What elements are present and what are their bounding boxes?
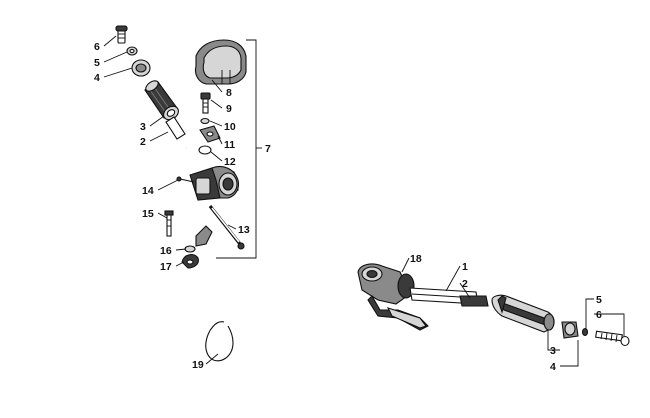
left-end-screw bbox=[115, 25, 128, 44]
screw-13 bbox=[208, 205, 245, 250]
left-washer bbox=[126, 46, 138, 56]
callout-2-right: 2 bbox=[462, 278, 468, 290]
clamp-11 bbox=[199, 125, 221, 143]
callout-6-left: 6 bbox=[94, 41, 100, 53]
washer-10 bbox=[200, 117, 210, 125]
callout-1-right: 1 bbox=[462, 261, 468, 273]
callout-10: 10 bbox=[224, 121, 236, 133]
screw-9 bbox=[200, 92, 211, 114]
right-end-screw bbox=[595, 330, 630, 347]
callout-17: 17 bbox=[160, 261, 172, 273]
snap-ring bbox=[205, 321, 234, 362]
callout-9: 9 bbox=[226, 103, 232, 115]
right-grip-insert bbox=[459, 295, 489, 307]
callout-3-left: 3 bbox=[140, 121, 146, 133]
left-grip bbox=[144, 80, 179, 121]
o-ring-12 bbox=[198, 145, 212, 155]
callout-18: 18 bbox=[410, 253, 422, 265]
left-bar-end bbox=[131, 59, 151, 77]
right-washer bbox=[581, 327, 589, 337]
callout-19: 19 bbox=[192, 359, 204, 371]
callout-14: 14 bbox=[142, 185, 154, 197]
right-control-housing bbox=[357, 263, 429, 331]
callout-labels: 6 5 4 3 2 8 9 10 11 12 7 14 15 13 16 17 … bbox=[94, 41, 602, 373]
lever-16-17 bbox=[181, 225, 213, 269]
callout-11: 11 bbox=[224, 139, 235, 151]
screw-15 bbox=[164, 210, 174, 237]
right-grip bbox=[491, 294, 555, 333]
callout-5-right: 5 bbox=[596, 294, 602, 306]
callout-12: 12 bbox=[224, 156, 236, 168]
callout-4-left: 4 bbox=[94, 72, 100, 84]
callout-6-right: 6 bbox=[596, 309, 602, 321]
callout-8: 8 bbox=[226, 87, 232, 99]
throttle-housing bbox=[189, 165, 240, 201]
left-grip-insert bbox=[165, 116, 186, 140]
right-bar-end bbox=[561, 321, 579, 339]
callout-2-left: 2 bbox=[140, 136, 146, 148]
callout-3-right: 3 bbox=[550, 345, 556, 357]
handlebar bbox=[183, 146, 362, 316]
callout-13: 13 bbox=[238, 224, 250, 236]
callout-4-right: 4 bbox=[550, 361, 556, 373]
callout-16: 16 bbox=[160, 245, 172, 257]
switch-cover bbox=[194, 39, 247, 85]
callout-7: 7 bbox=[265, 143, 271, 155]
leader-lines bbox=[103, 35, 625, 367]
callout-15: 15 bbox=[142, 208, 154, 220]
callout-5-left: 5 bbox=[94, 57, 100, 69]
